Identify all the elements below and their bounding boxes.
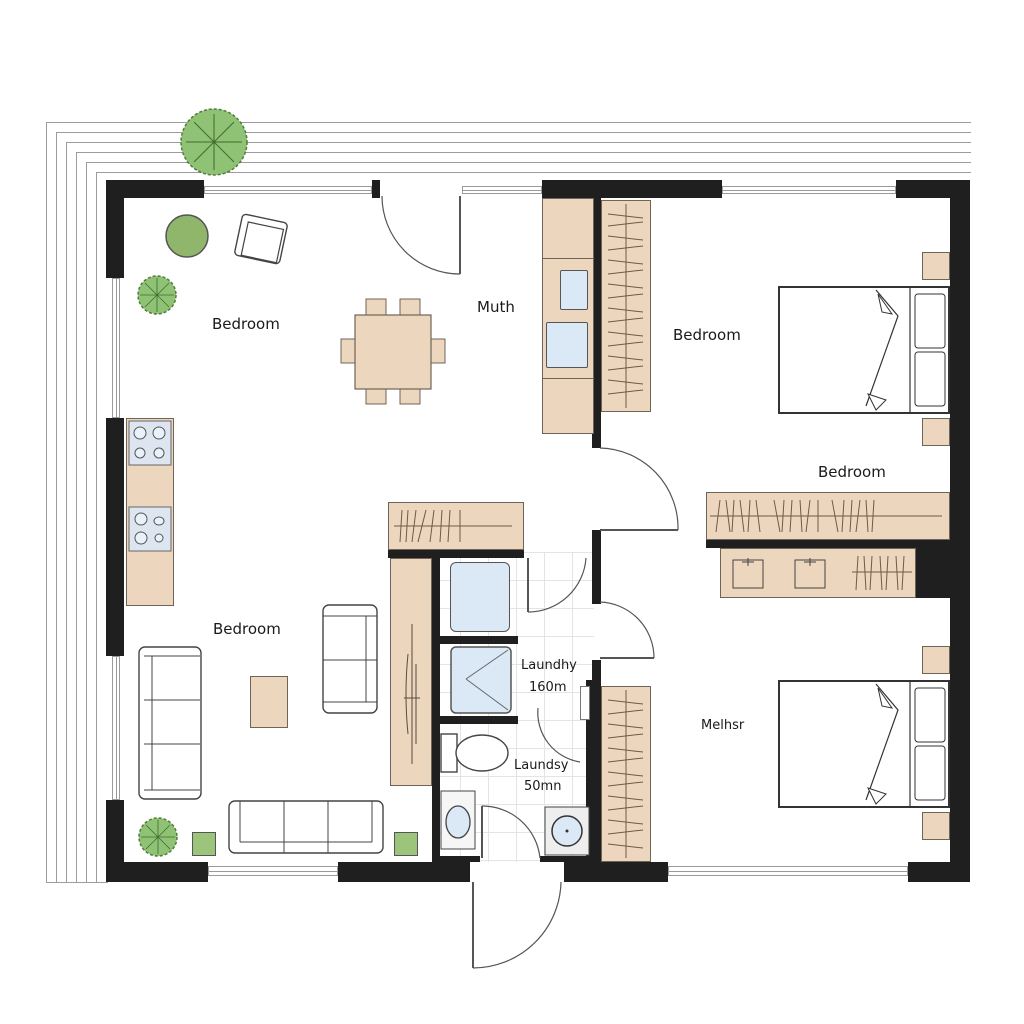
- room-label-top-center: Muth: [477, 298, 515, 316]
- terrace-line: [56, 132, 971, 883]
- coffee-table-icon: [250, 676, 288, 728]
- window-bottom-right[interactable]: [668, 866, 908, 876]
- window-bottom-left[interactable]: [208, 866, 338, 876]
- bed-icon: [778, 680, 950, 808]
- door-icon[interactable]: [526, 556, 590, 616]
- tree-icon: [180, 108, 248, 176]
- room-label-top-left: Bedroom: [212, 315, 280, 333]
- nightstand: [922, 252, 950, 280]
- cooktop-icon: [128, 506, 172, 552]
- toilet-icon: [440, 733, 509, 773]
- interior-wall-bath-left: [432, 558, 440, 862]
- sink-icon: [794, 558, 826, 589]
- dining-table-icon: [340, 298, 446, 405]
- outer-wall-left-mid: [106, 418, 124, 656]
- lamp-icon: [404, 624, 420, 764]
- nightstand: [922, 646, 950, 674]
- room-label-middle-right: Bedroom: [818, 463, 886, 481]
- potted-plant-icon: [165, 214, 209, 258]
- room-size-laundry-lower: 50mn: [524, 779, 562, 794]
- terrace-line: [76, 152, 971, 883]
- nightstand: [922, 812, 950, 840]
- armchair-icon: [234, 213, 288, 265]
- window-top-right[interactable]: [722, 186, 896, 194]
- outer-wall-top-left: [106, 180, 204, 198]
- door-icon[interactable]: [536, 706, 586, 766]
- washing-machine-icon: [544, 806, 590, 856]
- sink-icon: [732, 558, 764, 589]
- interior-wall-laundry-right: [586, 680, 594, 862]
- cooktop-icon: [128, 420, 172, 466]
- laundry-shelf: [580, 686, 590, 720]
- room-label-top-right: Bedroom: [673, 326, 741, 344]
- outer-wall-left-top: [106, 180, 124, 278]
- sofa-icon: [322, 604, 378, 714]
- outer-wall-bottom-right: [908, 862, 970, 882]
- interior-wall-wc-top: [440, 716, 518, 724]
- terrace-line: [86, 162, 971, 883]
- door-icon[interactable]: [380, 194, 464, 278]
- wardrobe-icon: [852, 555, 912, 591]
- interior-wall-bath-bottom-left: [440, 856, 480, 862]
- outer-wall-bottom-mid: [338, 862, 470, 882]
- interior-wall-closet-block: [916, 548, 950, 598]
- outer-wall-right: [950, 180, 970, 882]
- outer-wall-left-bottom: [106, 800, 124, 882]
- terrace-line: [46, 122, 971, 883]
- room-label-laundry-upper: Laundhy: [521, 658, 577, 673]
- tall-cabinet: [390, 558, 432, 786]
- room-label-bottom-right: Melhsr: [701, 718, 745, 733]
- shower-icon: [450, 562, 510, 632]
- tree-icon: [138, 817, 178, 857]
- window-top-left[interactable]: [204, 186, 372, 194]
- wardrobe-icon: [601, 200, 651, 412]
- terrace-line: [96, 172, 971, 883]
- closet-vanity: [720, 548, 916, 598]
- room-label-laundry-lower: Laundsy: [514, 758, 569, 773]
- window-left-top[interactable]: [112, 278, 120, 418]
- wardrobe-icon: [601, 686, 651, 862]
- interior-wall-bath-bottom-right: [540, 856, 594, 862]
- vanity-divider: [542, 378, 594, 379]
- outer-wall-top-stub: [372, 180, 380, 198]
- nightstand: [922, 418, 950, 446]
- tree-icon: [137, 275, 177, 315]
- interior-wall-center-upper: [592, 198, 601, 448]
- door-icon[interactable]: [480, 804, 544, 860]
- window-top-center[interactable]: [462, 186, 542, 194]
- sink-icon: [560, 270, 588, 310]
- interior-wall-bath-top: [388, 550, 524, 558]
- potted-plant-icon: [192, 832, 216, 856]
- sofa-icon: [138, 646, 202, 800]
- sink-icon: [546, 322, 588, 368]
- wardrobe-icon: [388, 502, 524, 550]
- terrace-edge: [46, 882, 108, 883]
- bed-icon: [778, 286, 950, 414]
- interior-wall-shower-divider: [440, 636, 518, 644]
- door-icon[interactable]: [598, 446, 682, 534]
- terrace-line: [66, 142, 971, 883]
- window-left-bottom[interactable]: [112, 656, 120, 800]
- room-size-laundry-upper: 160m: [529, 680, 567, 695]
- outer-wall-bottom-entry-right: [564, 862, 668, 882]
- vanity-counter: [542, 198, 594, 434]
- door-icon[interactable]: [598, 600, 658, 662]
- vanity-divider: [542, 258, 594, 259]
- outer-wall-bottom-left: [106, 862, 208, 882]
- interior-wall-center-mid: [592, 530, 601, 604]
- interior-wall-center-lower: [592, 660, 601, 862]
- room-label-bottom-left: Bedroom: [213, 620, 281, 638]
- sofa-icon: [228, 800, 384, 854]
- wardrobe-icon: [706, 492, 950, 540]
- entry-door-icon[interactable]: [470, 880, 566, 972]
- shower-icon: [450, 646, 512, 714]
- outer-wall-top-center: [542, 180, 722, 198]
- interior-wall-bedroom-divider: [706, 540, 950, 548]
- sink-icon: [440, 790, 476, 850]
- potted-plant-icon: [394, 832, 418, 856]
